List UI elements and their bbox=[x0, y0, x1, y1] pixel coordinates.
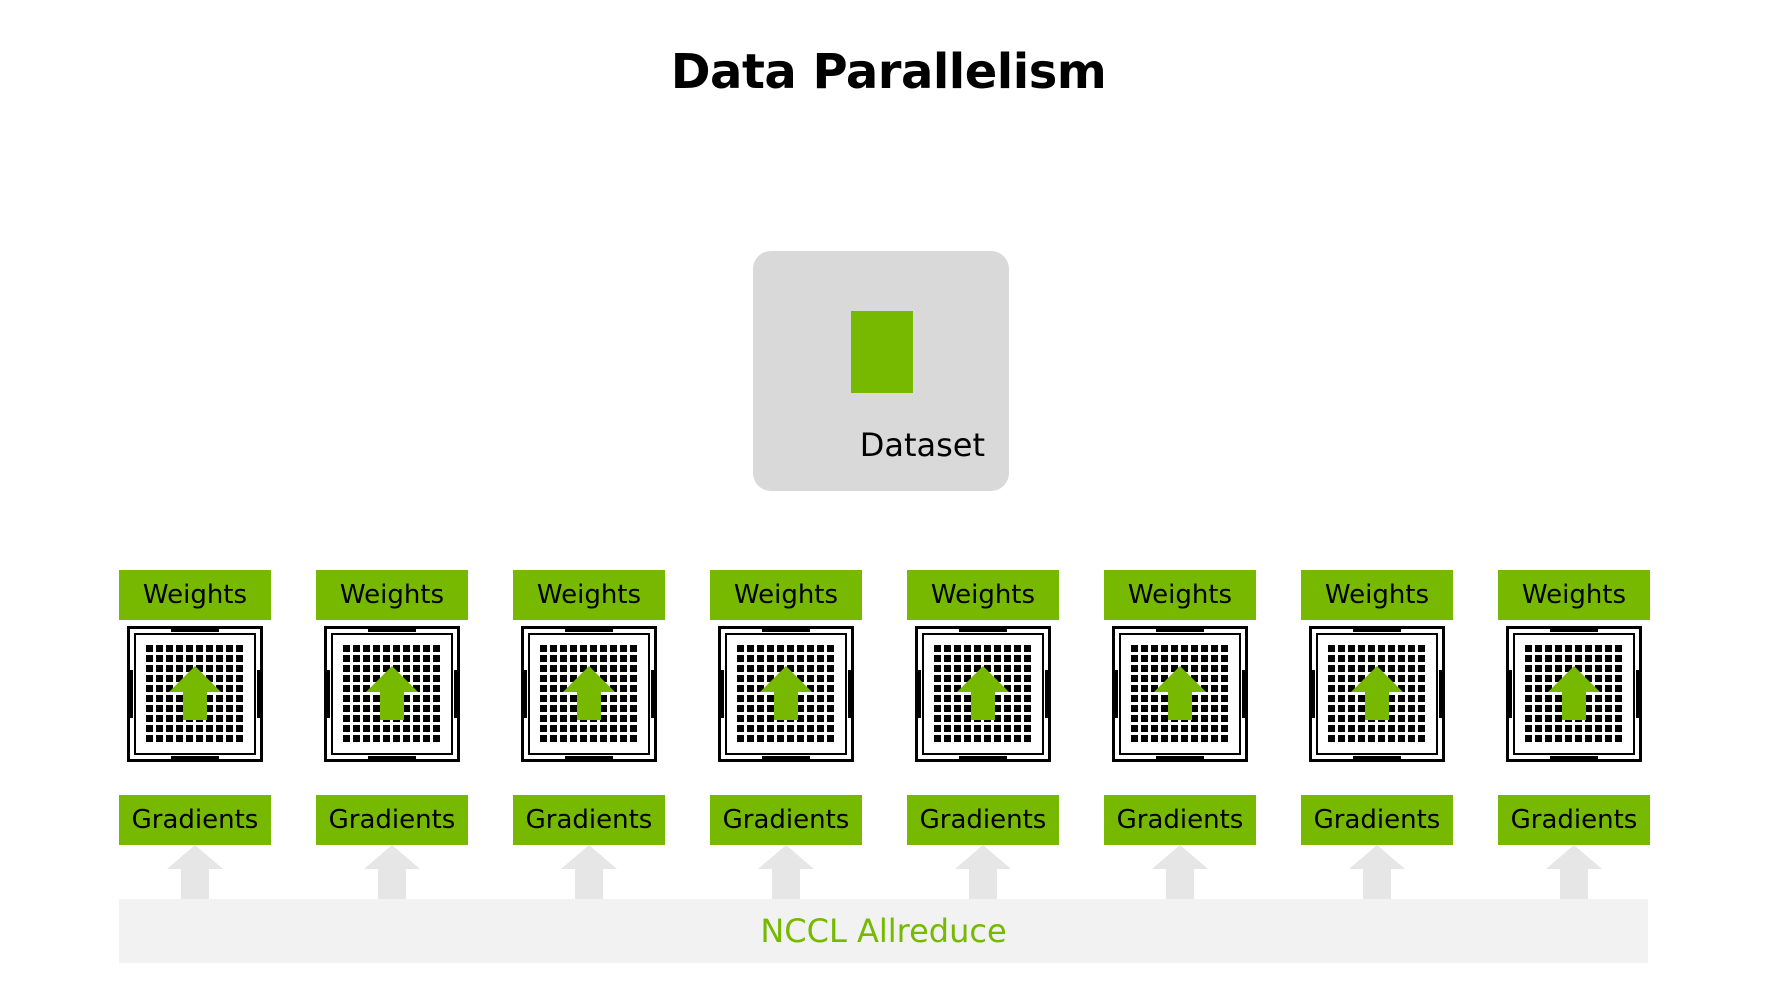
gpu-chip-icon bbox=[915, 626, 1051, 762]
gpu-chip-icon bbox=[521, 626, 657, 762]
gray-up-arrow-icon bbox=[1345, 845, 1409, 901]
gradients-label: Gradients bbox=[1104, 795, 1256, 845]
weights-label: Weights bbox=[1498, 570, 1650, 620]
gray-up-arrow-icon bbox=[951, 845, 1015, 901]
gray-up-arrow-icon bbox=[557, 845, 621, 901]
weights-label: Weights bbox=[119, 570, 271, 620]
dataset-label: Dataset bbox=[859, 426, 985, 464]
gray-up-arrow-icon bbox=[163, 845, 227, 901]
gray-up-arrow-icon bbox=[1542, 845, 1606, 901]
weights-label: Weights bbox=[710, 570, 862, 620]
gray-up-arrow-icon bbox=[1148, 845, 1212, 901]
gradients-label: Gradients bbox=[907, 795, 1059, 845]
weights-label: Weights bbox=[1104, 570, 1256, 620]
weights-label: Weights bbox=[1301, 570, 1453, 620]
gpu-chip-icon bbox=[1112, 626, 1248, 762]
gradients-label: Gradients bbox=[513, 795, 665, 845]
gradients-label: Gradients bbox=[316, 795, 468, 845]
gradients-label: Gradients bbox=[119, 795, 271, 845]
gpu-chip-icon bbox=[324, 626, 460, 762]
gpu-chip-icon bbox=[127, 626, 263, 762]
gradients-label: Gradients bbox=[1498, 795, 1650, 845]
gradients-label: Gradients bbox=[710, 795, 862, 845]
gpu-chip-icon bbox=[718, 626, 854, 762]
weights-label: Weights bbox=[316, 570, 468, 620]
weights-label: Weights bbox=[907, 570, 1059, 620]
gray-up-arrow-icon bbox=[754, 845, 818, 901]
weights-label: Weights bbox=[513, 570, 665, 620]
page-title: Data Parallelism bbox=[670, 44, 1107, 100]
gradients-label: Gradients bbox=[1301, 795, 1453, 845]
dataset-block-icon bbox=[851, 311, 913, 393]
gpu-chip-icon bbox=[1506, 626, 1642, 762]
dataset-box: Dataset bbox=[753, 251, 1009, 491]
gpu-chip-icon bbox=[1309, 626, 1445, 762]
gray-up-arrow-icon bbox=[360, 845, 424, 901]
nccl-allreduce-bar: NCCL Allreduce bbox=[119, 899, 1648, 963]
